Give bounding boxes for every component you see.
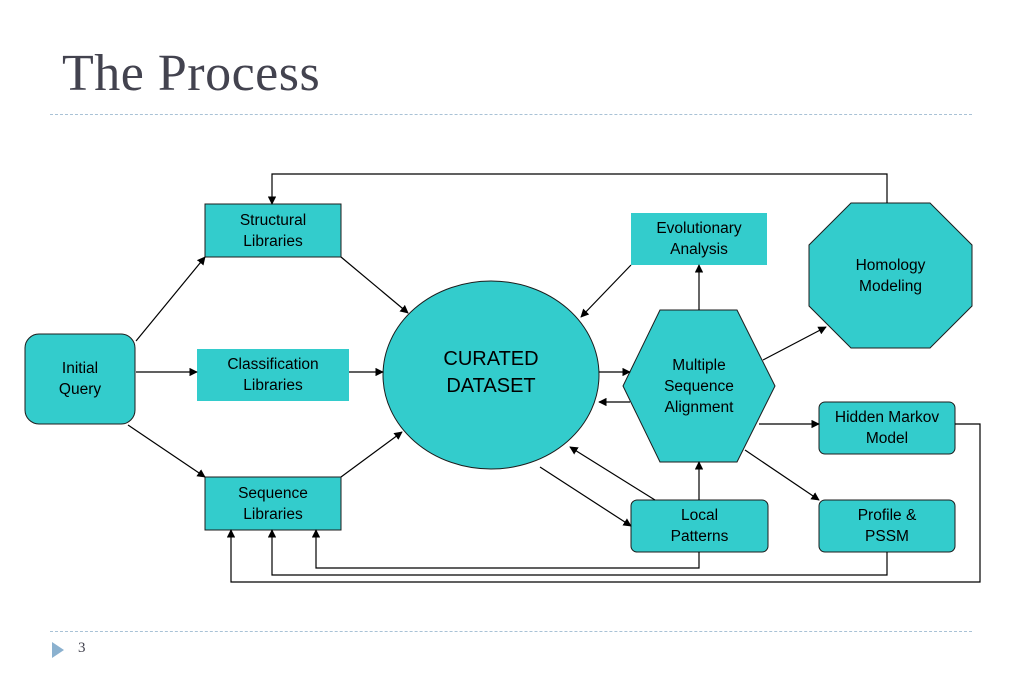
- arrow-query-to-structural: [135, 256, 206, 342]
- homology-modeling-label: Homology Modeling: [855, 257, 926, 295]
- arrow-profile-feedback-to-sequence: [267, 529, 888, 576]
- arrow-local-feedback-to-sequence: [311, 529, 700, 569]
- arrow-msa-to-profile: [744, 449, 820, 501]
- initial-query-node: [24, 333, 136, 425]
- classification-libraries-node: [197, 349, 349, 401]
- arrow-dataset-to-local: [539, 466, 632, 527]
- title-divider: [50, 114, 972, 115]
- arrow-homology-feedback-to-structural: [267, 173, 888, 205]
- homology-modeling-node: [808, 202, 973, 349]
- multiple-sequence-alignment-label: Multiple Sequence Alignment: [664, 356, 734, 416]
- profile-pssm-label: Profile & PSSM: [857, 507, 917, 545]
- arrow-evolutionary-to-dataset: [580, 264, 632, 318]
- arrow-query-to-sequence: [127, 424, 206, 478]
- classification-libraries-label: Classification Libraries: [227, 356, 319, 394]
- arrow-sequence-to-dataset: [340, 431, 403, 478]
- multiple-sequence-alignment-node: [622, 309, 776, 463]
- evolutionary-analysis-label: Evolutionary Analysis: [656, 220, 742, 258]
- slide-title: The Process: [62, 45, 321, 102]
- sequence-libraries-node: [204, 476, 342, 531]
- sequence-libraries-label: Sequence Libraries: [238, 484, 308, 523]
- arrow-local-to-dataset: [569, 446, 656, 501]
- page-number: 3: [78, 640, 86, 656]
- arrow-structural-to-dataset: [340, 256, 409, 314]
- footer-divider: [50, 631, 972, 632]
- local-patterns-label: Local Patterns: [670, 507, 729, 545]
- arrow-msa-to-homology: [762, 326, 827, 361]
- evolutionary-analysis-node: [631, 213, 767, 265]
- structural-libraries-label: Structural Libraries: [239, 211, 307, 250]
- curated-dataset-label: CURATED DATASET: [443, 348, 539, 397]
- initial-query-label: Initial Query: [58, 360, 102, 398]
- footer-triangle-icon: [52, 642, 64, 658]
- hidden-markov-model-label: Hidden Markov Model: [834, 409, 940, 447]
- arrow-hmm-feedback-to-sequence: [226, 423, 981, 583]
